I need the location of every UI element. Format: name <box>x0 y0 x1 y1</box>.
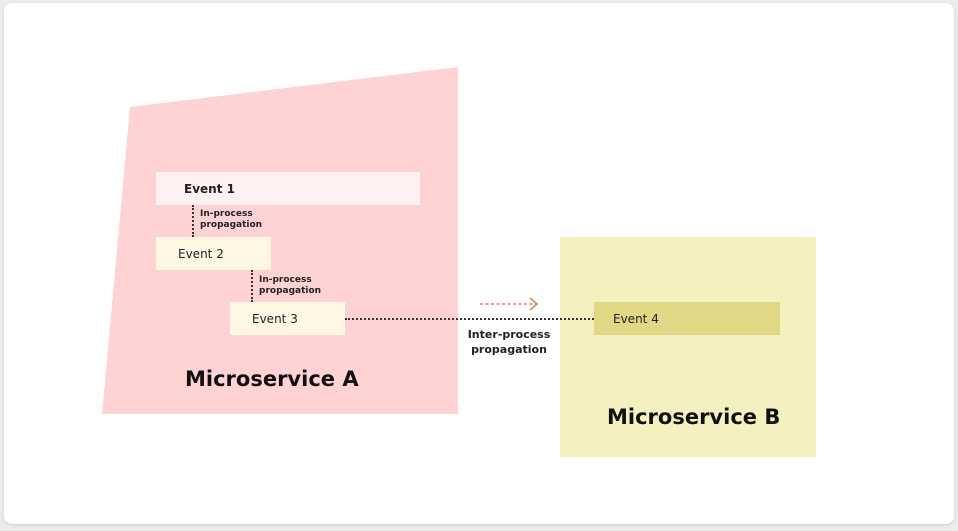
microservice-b-region <box>560 237 816 457</box>
in-process-connector-1 <box>192 205 194 237</box>
event-4-label: Event 4 <box>613 311 659 326</box>
event-3-label: Event 3 <box>252 311 298 326</box>
microservice-a-title: Microservice A <box>185 367 359 391</box>
event-2-box: Event 2 <box>156 237 271 270</box>
event-3-box: Event 3 <box>230 302 345 335</box>
in-process-label-2: In-process propagation <box>259 275 322 296</box>
event-1-box: Event 1 <box>156 172 420 205</box>
in-process-label-1: In-process propagation <box>200 209 263 230</box>
inter-process-label: Inter-process propagation <box>467 328 551 356</box>
event-2-label: Event 2 <box>178 246 224 261</box>
in-process-connector-2 <box>251 270 253 302</box>
arrow-right-icon <box>480 297 539 311</box>
inter-process-connector <box>345 318 594 320</box>
event-4-box: Event 4 <box>594 302 780 335</box>
microservice-b-title: Microservice B <box>607 405 781 429</box>
event-1-label: Event 1 <box>184 181 235 196</box>
